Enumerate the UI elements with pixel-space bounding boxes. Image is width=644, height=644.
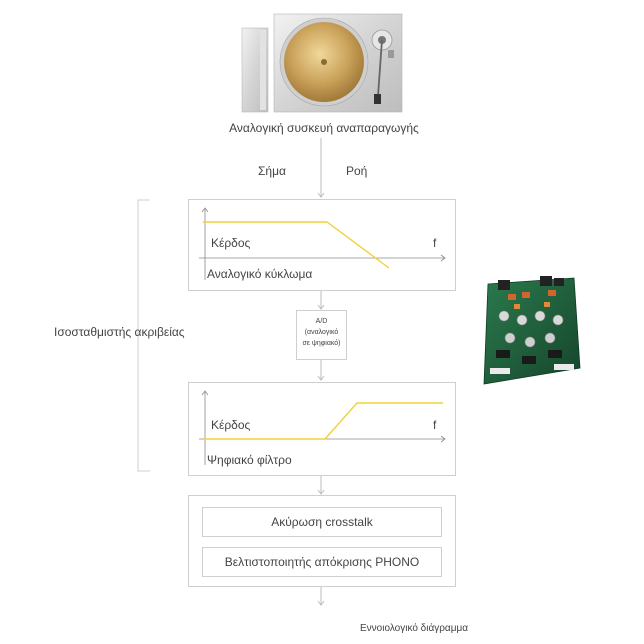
analog-freq-label: f <box>433 236 437 250</box>
concept-diagram-caption: Εννοιολογικό διάγραμμα <box>360 623 469 634</box>
flow-label: Ροή <box>346 164 368 178</box>
analog-gain-graph <box>199 207 446 280</box>
digital-block-title: Ψηφιακό φίλτρο <box>207 453 292 467</box>
arrow-processing-out <box>317 585 325 606</box>
signal-label: Σήμα <box>258 164 286 178</box>
crosstalk-cancel-item: Ακύρωση crosstalk <box>202 507 442 537</box>
crosstalk-cancel-label: Ακύρωση crosstalk <box>271 515 373 529</box>
ad-converter-box: A/D (αναλογικό σε ψηφιακό) <box>296 310 347 360</box>
digital-freq-label: f <box>433 418 437 432</box>
phono-optimizer-label: Βελτιστοποιητής απόκρισης PHONO <box>224 555 420 569</box>
turntable-illustration <box>238 10 408 115</box>
ad-line-3: σε ψηφιακό) <box>302 340 341 347</box>
phono-optimizer-item: Βελτιστοποιητής απόκρισης PHONO <box>202 547 442 577</box>
analog-block-title: Αναλογικό κύκλωμα <box>207 267 313 281</box>
arrow-turntable-to-analog <box>317 138 325 198</box>
equalizer-label: Ισοσταθμιστής ακριβείας <box>54 325 185 339</box>
arrow-analog-to-ad <box>317 289 325 310</box>
arrow-ad-to-digital <box>317 358 325 381</box>
analog-circuit-block: Κέρδος f Αναλογικό κύκλωμα <box>188 199 456 291</box>
processing-block: Ακύρωση crosstalk Βελτιστοποιητής απόκρι… <box>188 495 456 587</box>
digital-filter-block: Κέρδος f Ψηφιακό φίλτρο <box>188 382 456 476</box>
digital-gain-label: Κέρδος <box>211 418 251 432</box>
turntable-image <box>241 13 403 113</box>
turntable-caption: Αναλογική συσκευή αναπαραγωγής <box>229 121 419 135</box>
ad-line-2: (αναλογικό <box>304 329 339 336</box>
ad-line-1: A/D <box>315 318 328 325</box>
digital-gain-graph <box>199 390 446 465</box>
circuit-board-image <box>483 276 581 385</box>
analog-gain-label: Κέρδος <box>211 236 251 250</box>
equalizer-bracket <box>137 199 150 472</box>
arrow-digital-to-processing <box>317 474 325 495</box>
